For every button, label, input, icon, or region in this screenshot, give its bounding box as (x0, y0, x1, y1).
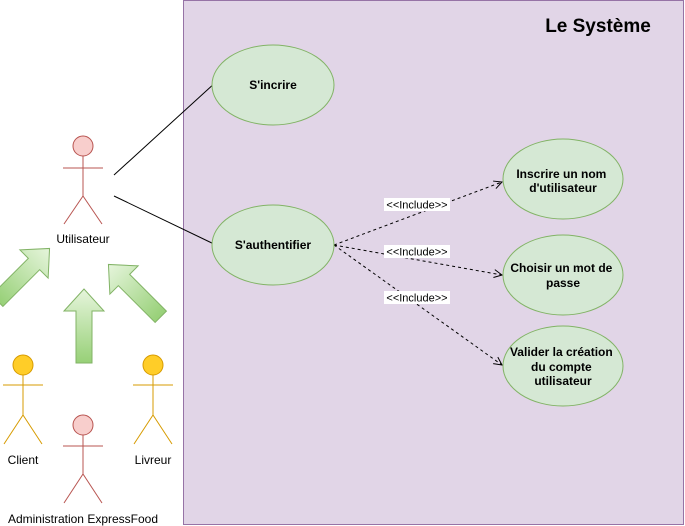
actor-client-label: Client (8, 453, 39, 467)
usecase-sinscrire[interactable] (211, 44, 335, 126)
usecase-sinscrire-label: S'incrire (249, 78, 297, 92)
include-edge-valider (333, 244, 502, 365)
usecase-valider-creation-label: Valider la création du compte utilisateu… (510, 345, 616, 388)
system-title: Le Système (545, 16, 651, 37)
usecase-valider-creation[interactable] (502, 325, 624, 407)
actor-administration-label: Administration ExpressFood (8, 512, 158, 526)
actor-utilisateur[interactable] (63, 135, 103, 225)
actor-administration[interactable] (63, 414, 103, 504)
actor-client[interactable] (3, 354, 43, 445)
usecase-inscrire-nom-label: Inscrire un nom d'utilisateur (516, 167, 609, 195)
usecase-choisir-mdp-label: Choisir un mot de passe (510, 261, 615, 290)
actor-utilisateur-label: Utilisateur (56, 232, 109, 246)
usecase-sauthentifier-label: S'authentifier (235, 238, 312, 252)
association-sauthentifier (113, 195, 217, 246)
usecase-sauthentifier[interactable] (211, 204, 335, 286)
actor-livreur-head (142, 354, 164, 376)
actor-livreur-label: Livreur (135, 453, 172, 467)
include-label-3: <<Include>> (386, 293, 447, 305)
usecase-inscrire-nom[interactable] (502, 138, 624, 220)
generalization-arrow-livreur (107, 263, 168, 324)
include-label-bg-2 (384, 245, 450, 258)
include-label-2: <<Include>> (386, 247, 447, 259)
include-edge-choisir-mdp (333, 244, 502, 275)
include-label-bg-1 (384, 198, 450, 211)
actor-livreur[interactable] (133, 354, 173, 445)
actor-administration-head (72, 414, 94, 436)
include-label-bg-3 (384, 291, 450, 304)
include-label-1: <<Include>> (386, 200, 447, 212)
association-sinscrire (113, 81, 217, 176)
usecase-choisir-mdp[interactable] (502, 234, 624, 316)
generalization-arrow-client (0, 247, 51, 308)
generalization-arrow-administration (62, 288, 106, 364)
actor-client-head (12, 354, 34, 376)
actor-utilisateur-head (72, 135, 94, 157)
